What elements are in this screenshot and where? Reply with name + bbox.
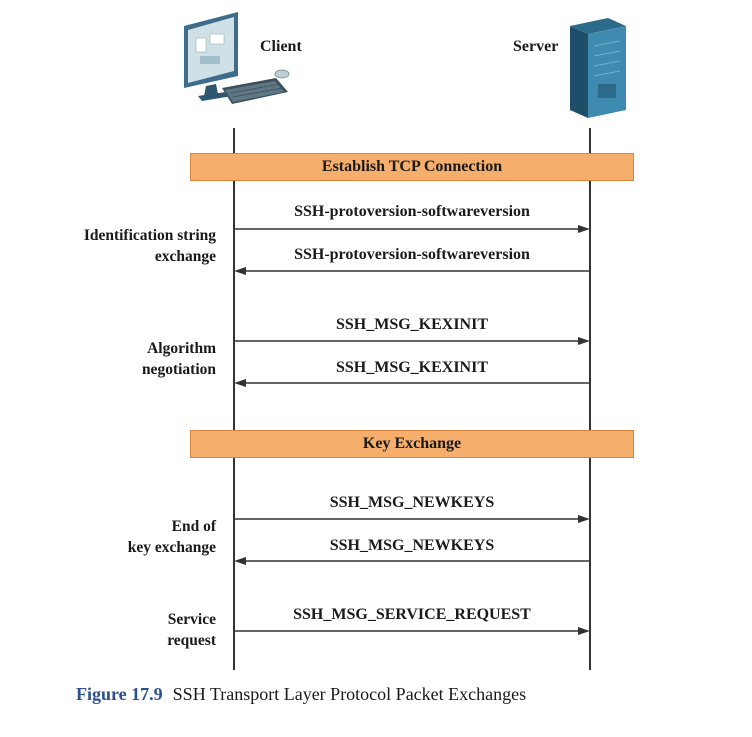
arrow-right bbox=[234, 514, 590, 524]
side-label-line: negotiation bbox=[141, 361, 216, 378]
side-label-identification: Identification string exchange bbox=[84, 225, 216, 267]
side-label-line: key exchange bbox=[127, 539, 216, 556]
side-label-end-of-key-exchange: End of key exchange bbox=[128, 516, 216, 558]
message-label: SSH_MSG_KEXINIT bbox=[335, 316, 489, 333]
phase-establish-tcp-connection: Establish TCP Connection bbox=[190, 153, 634, 181]
side-label-line: Algorithm bbox=[147, 340, 216, 357]
desktop-computer-icon bbox=[176, 8, 294, 123]
arrow-right bbox=[234, 224, 590, 234]
side-label-algorithm: Algorithm negotiation bbox=[142, 338, 216, 380]
arrow-left bbox=[234, 378, 590, 388]
figure-number: Figure 17.9 bbox=[76, 684, 163, 704]
server-lifeline bbox=[589, 128, 591, 670]
server-label: Server bbox=[513, 38, 559, 55]
side-label-line: Service bbox=[167, 611, 216, 628]
figure-title: SSH Transport Layer Protocol Packet Exch… bbox=[172, 684, 527, 704]
client-label: Client bbox=[260, 38, 302, 55]
side-label-line: exchange bbox=[154, 248, 216, 265]
side-label-line: End of bbox=[171, 518, 216, 535]
arrow-left bbox=[234, 556, 590, 566]
message-label: SSH-protoversion-softwareversion bbox=[294, 203, 530, 220]
server-tower-icon bbox=[564, 16, 632, 125]
message-label: SSH-protoversion-softwareversion bbox=[294, 246, 530, 263]
arrow-left bbox=[234, 266, 590, 276]
message-label: SSH_MSG_NEWKEYS bbox=[329, 537, 495, 554]
phase-key-exchange: Key Exchange bbox=[190, 430, 634, 458]
side-label-line: request bbox=[167, 632, 216, 649]
figure-caption: Figure 17.9 SSH Transport Layer Protocol … bbox=[76, 684, 526, 705]
arrow-right bbox=[234, 336, 590, 346]
side-label-line: Identification string bbox=[83, 227, 216, 244]
side-label-service-request: Service request bbox=[167, 609, 216, 651]
client-lifeline bbox=[233, 128, 235, 670]
message-label: SSH_MSG_NEWKEYS bbox=[329, 494, 495, 511]
message-label: SSH_MSG_SERVICE_REQUEST bbox=[293, 606, 531, 623]
arrow-right bbox=[234, 626, 590, 636]
message-label: SSH_MSG_KEXINIT bbox=[335, 359, 489, 376]
